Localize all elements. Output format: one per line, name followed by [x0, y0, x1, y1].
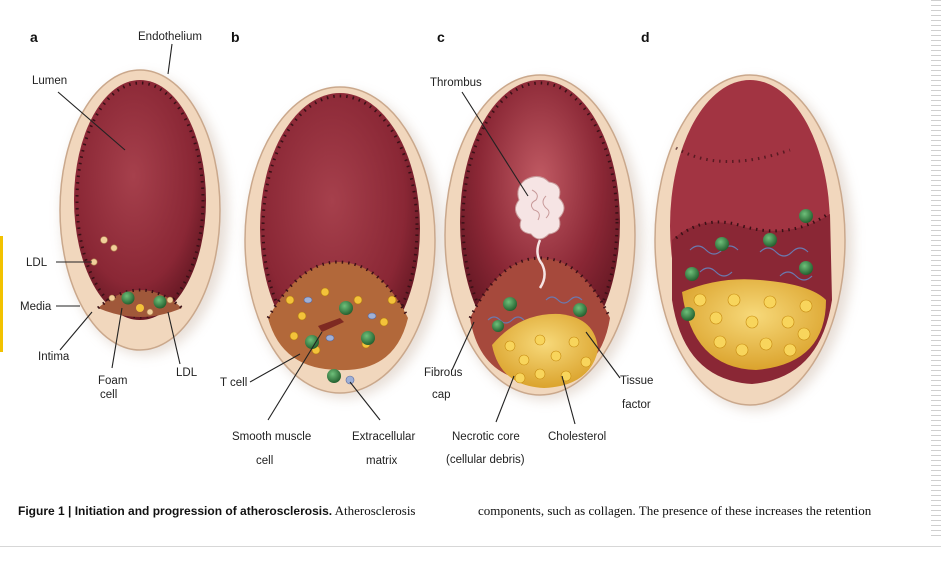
label-tissue: Tissue — [620, 375, 653, 387]
panel-label-c: c — [437, 29, 445, 45]
panel-label-b: b — [231, 29, 240, 45]
label-ldl-bottom: LDL — [176, 367, 198, 379]
caption-text: Atherosclerosis — [332, 503, 415, 518]
panel-d — [655, 75, 853, 410]
label-thrombus: Thrombus — [430, 77, 482, 89]
foam-cell — [122, 292, 135, 305]
panel-b — [245, 87, 443, 398]
label-smooth-muscle: Smooth muscle — [232, 431, 311, 443]
lumen-a — [74, 80, 206, 320]
label-media: Media — [20, 301, 52, 313]
t-cell — [327, 369, 341, 383]
label-t-cell: T cell — [220, 377, 247, 389]
label-cellular-debris: (cellular debris) — [446, 454, 525, 466]
figure-caption: Figure 1 | Initiation and progression of… — [18, 503, 928, 525]
label-foam-cell: cell — [100, 389, 117, 401]
bottom-divider — [0, 546, 941, 547]
left-accent-bar — [0, 236, 3, 352]
caption-continuation: components, such as collagen. The presen… — [478, 503, 871, 519]
label-matrix: matrix — [366, 455, 398, 467]
panel-label-d: d — [641, 29, 650, 45]
panel-label-a: a — [30, 29, 38, 45]
label-fibrous: Fibrous — [424, 367, 463, 379]
panel-a — [60, 70, 228, 355]
label-foam: Foam — [98, 375, 127, 387]
label-necrotic-core: Necrotic core — [452, 431, 520, 443]
panel-c — [445, 75, 643, 400]
caption-title: Figure 1 | Initiation and progression of… — [18, 504, 332, 518]
label-ldl-left: LDL — [26, 257, 48, 269]
label-endothelium: Endothelium — [138, 31, 202, 43]
label-intima: Intima — [38, 351, 70, 363]
label-factor: factor — [622, 399, 651, 411]
thrombus — [515, 176, 564, 239]
label-lumen: Lumen — [32, 75, 67, 87]
label-smooth-muscle-cell: cell — [256, 455, 273, 467]
label-cholesterol: Cholesterol — [548, 431, 606, 443]
label-cap: cap — [432, 389, 451, 401]
label-extracellular: Extracellular — [352, 431, 415, 443]
right-edge-rule — [931, 0, 941, 540]
